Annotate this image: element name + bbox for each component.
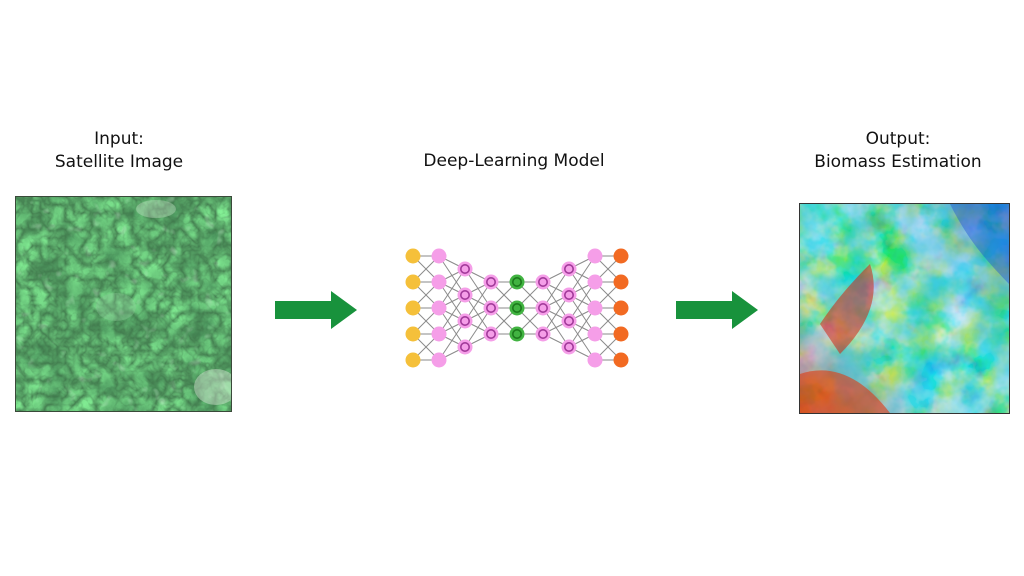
bottleneck-node-ring <box>512 302 523 313</box>
bottleneck-node <box>509 326 525 342</box>
output-node <box>613 352 629 368</box>
output-caption-subtitle: Biomass Estimation <box>814 152 982 172</box>
bottleneck-node <box>509 274 525 290</box>
hidden-ringed-node-ring <box>538 302 549 313</box>
arrow-shape <box>676 291 758 329</box>
hidden-ringed-node-ring <box>564 263 575 274</box>
biomass-map <box>799 203 1010 414</box>
hidden-ringed-node-ring <box>486 329 497 340</box>
hidden-ringed-node <box>483 326 499 342</box>
output-caption-title: Output: <box>865 129 931 149</box>
network-edge <box>438 268 466 309</box>
output-caption: Output: Biomass Estimation <box>800 128 996 174</box>
hidden-ringed-node <box>483 300 499 316</box>
network-edge <box>568 281 596 322</box>
hidden-ringed-node <box>457 313 473 329</box>
hidden-ringed-node <box>483 274 499 290</box>
hidden-ringed-node <box>561 261 577 277</box>
hidden-ringed-node <box>561 287 577 303</box>
hidden-node <box>431 300 447 316</box>
hidden-node <box>587 300 603 316</box>
hidden-ringed-node-ring <box>459 263 470 274</box>
right-arrow-icon <box>275 291 357 329</box>
network-edge <box>438 294 466 335</box>
output-node <box>613 274 629 290</box>
network-edge <box>464 281 492 322</box>
input-node <box>405 300 421 316</box>
hidden-ringed-node-ring <box>564 316 575 327</box>
hidden-ringed-node <box>535 326 551 342</box>
input-node <box>405 248 421 264</box>
input-node <box>405 274 421 290</box>
output-node <box>613 326 629 342</box>
model-caption-title: Deep-Learning Model <box>423 151 605 171</box>
hidden-ringed-node-ring <box>538 276 549 287</box>
input-node <box>405 352 421 368</box>
bottleneck-node <box>509 300 525 316</box>
input-caption: Input: Satellite Image <box>38 128 200 174</box>
hidden-node <box>587 248 603 264</box>
satellite-image <box>15 196 232 412</box>
model-caption: Deep-Learning Model <box>400 150 628 173</box>
output-node <box>613 300 629 316</box>
network-edge <box>542 294 570 335</box>
hidden-ringed-node-ring <box>538 329 549 340</box>
hidden-ringed-node <box>561 339 577 355</box>
network-edge <box>568 255 596 296</box>
hidden-node <box>431 326 447 342</box>
hidden-ringed-node <box>457 261 473 277</box>
hidden-node <box>431 352 447 368</box>
hidden-ringed-node-ring <box>564 342 575 353</box>
network-edge <box>568 307 596 348</box>
input-node <box>405 326 421 342</box>
arrow-shape <box>275 291 357 329</box>
hidden-node <box>587 326 603 342</box>
hidden-node <box>431 248 447 264</box>
hidden-ringed-node-ring <box>564 289 575 300</box>
hidden-ringed-node-ring <box>459 289 470 300</box>
input-caption-title: Input: <box>94 129 144 149</box>
hidden-ringed-node-ring <box>459 316 470 327</box>
bottleneck-node-ring <box>512 276 523 287</box>
hidden-ringed-node <box>457 287 473 303</box>
network-nodes <box>405 248 629 368</box>
output-node <box>613 248 629 264</box>
neural-network <box>405 248 629 368</box>
hidden-node <box>431 274 447 290</box>
hidden-node <box>587 352 603 368</box>
network-edge <box>464 307 492 348</box>
hidden-ringed-node <box>457 339 473 355</box>
hidden-node <box>587 274 603 290</box>
hidden-ringed-node-ring <box>486 276 497 287</box>
hidden-ringed-node <box>561 313 577 329</box>
input-caption-subtitle: Satellite Image <box>54 152 184 172</box>
network-edge <box>438 320 466 361</box>
bottleneck-node-ring <box>512 329 523 340</box>
network-edge <box>542 268 570 309</box>
hidden-ringed-node-ring <box>459 342 470 353</box>
hidden-ringed-node <box>535 274 551 290</box>
hidden-ringed-node-ring <box>486 302 497 313</box>
right-arrow-icon <box>676 291 758 329</box>
hidden-ringed-node <box>535 300 551 316</box>
